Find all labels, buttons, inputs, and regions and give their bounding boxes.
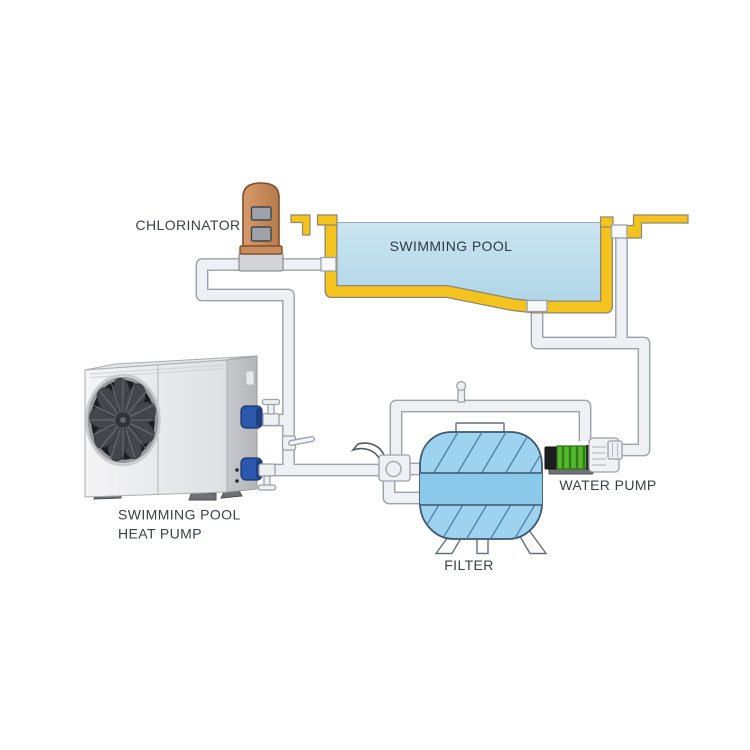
valve-handle [261, 398, 281, 406]
valve-handle-lever [350, 442, 386, 460]
swimming-pool: SWIMMING POOL [290, 214, 689, 314]
piping [195, 233, 651, 505]
pool-coping-left [290, 214, 311, 236]
air-relief-valve [456, 380, 467, 403]
motor-ring [586, 445, 590, 470]
filter-middle-band [420, 473, 542, 505]
chlorinator-flange [239, 245, 283, 255]
heat-pump-fan [85, 373, 161, 467]
port-dot [235, 479, 239, 483]
valve-handle [257, 484, 277, 491]
heat-pump-valves [257, 398, 315, 491]
chlorinator: CHLORINATOR [135, 182, 284, 272]
pipe-fills [197, 233, 649, 503]
pool-skimmer-fitting [610, 224, 628, 239]
chlorinator-label: CHLORINATOR [135, 217, 240, 233]
pool-wall-cap-left [316, 214, 338, 226]
heat-pump-label-line1: SWIMMING POOL [118, 507, 241, 523]
housing-ribs [592, 446, 606, 466]
pool-inlet-fitting [320, 256, 337, 272]
chlorinator-window-bottom [250, 226, 272, 242]
filter: FILTER [350, 422, 548, 573]
chlorinator-base [238, 252, 284, 272]
valve-body [262, 412, 280, 427]
valve-union [385, 460, 402, 478]
chlorinator-window-top [250, 206, 272, 221]
pool-label: SWIMMING POOL [390, 238, 513, 254]
pool-shell [325, 219, 612, 313]
fan-blades [89, 378, 156, 462]
port-dot [235, 468, 239, 472]
motor-fins [561, 446, 586, 469]
pump-outlet-coupling [607, 440, 623, 460]
heat-pump-side-sticker [245, 370, 255, 386]
connector-cap [256, 408, 262, 426]
water-pump-label: WATER PUMP [559, 477, 656, 493]
filter-multiport-valve [350, 442, 411, 482]
pump-motor-cap [544, 446, 559, 470]
filter-label: FILTER [444, 557, 494, 573]
heat-pump-water-connectors [235, 405, 263, 483]
valve-lever [289, 437, 314, 445]
heat-pump-vent-line [89, 364, 225, 375]
pump-motor [556, 445, 588, 470]
water-pump: WATER PUMP [544, 437, 656, 493]
pool-drain-fitting [526, 299, 548, 313]
fan-hub-cap [120, 417, 126, 423]
pool-coping-right [624, 214, 689, 239]
valve-body [258, 463, 276, 477]
heat-pump: SWIMMING POOL HEAT PUMP [84, 355, 315, 542]
heat-pump-label-line2: HEAT PUMP [118, 526, 202, 542]
